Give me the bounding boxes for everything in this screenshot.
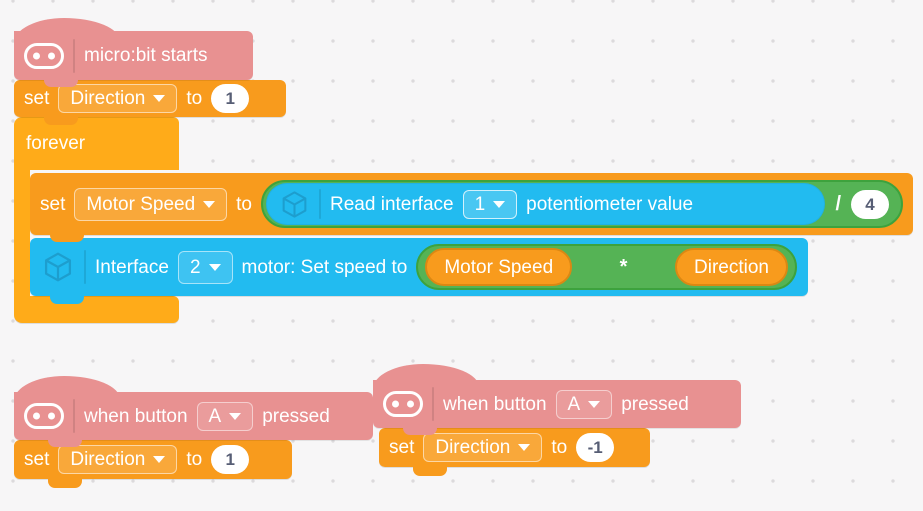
chevron-down-icon — [203, 200, 216, 208]
divider — [319, 189, 322, 219]
button-dropdown[interactable]: A — [555, 389, 613, 419]
multiply-sign: * — [619, 256, 628, 278]
connector-tab — [403, 426, 437, 435]
hat-block-microbit-starts[interactable]: micro:bit starts — [14, 18, 253, 90]
divide-sign: / — [835, 193, 841, 215]
motor-block-suffix: motor: Set speed to — [241, 256, 408, 278]
microbit-face-icon — [24, 42, 64, 69]
set-label: set — [40, 193, 66, 215]
motor-block-prefix: Interface — [95, 256, 169, 278]
motor-set-speed-block[interactable]: Interface 2 motor: Set speed to Motor Sp… — [30, 238, 808, 304]
button-dropdown[interactable]: A — [196, 401, 254, 431]
hat-block-button-right[interactable]: when button A pressed — [373, 364, 741, 437]
hat-block-button-left[interactable]: when button A pressed — [14, 376, 373, 449]
variable-pill-motor-speed[interactable]: Motor Speed — [425, 248, 573, 286]
motor-speed-variable-dropdown[interactable]: Motor Speed — [74, 187, 228, 221]
to-label: to — [186, 449, 203, 470]
to-label: to — [186, 88, 203, 109]
to-label: to — [551, 437, 568, 458]
when-button-suffix: pressed — [262, 405, 330, 427]
start-hat-label: micro:bit starts — [84, 45, 208, 66]
direction-variable-dropdown[interactable]: Direction — [58, 84, 178, 113]
set-label: set — [24, 88, 50, 109]
set-direction-block-top[interactable]: set Direction to 1 — [14, 80, 286, 125]
forever-block-bottom — [14, 296, 179, 323]
set-motor-speed-block[interactable]: set Motor Speed to Read interface 1 pote… — [30, 173, 913, 242]
read-interface-prefix: Read interface — [330, 193, 454, 215]
connector-tab — [44, 116, 78, 125]
divisor-value[interactable]: 4 — [851, 189, 889, 219]
when-button-suffix: pressed — [621, 393, 689, 415]
interface-number-dropdown[interactable]: 2 — [177, 250, 233, 284]
cube-icon — [282, 190, 307, 218]
divider — [84, 250, 86, 284]
read-interface-suffix: potentiometer value — [526, 193, 694, 215]
set-label: set — [389, 437, 415, 458]
connector-tab — [48, 438, 82, 447]
divider — [73, 399, 75, 433]
set-label: set — [24, 449, 50, 470]
chevron-down-icon — [229, 412, 242, 420]
connector-tab — [48, 479, 82, 488]
chevron-down-icon — [493, 200, 506, 208]
connector-tab — [44, 78, 78, 87]
forever-label: forever — [26, 133, 86, 154]
direction-value[interactable]: -1 — [576, 433, 615, 462]
chevron-down-icon — [588, 400, 601, 408]
interface-number-dropdown[interactable]: 1 — [462, 189, 518, 219]
multiplication-operator[interactable]: Motor Speed * Direction — [416, 244, 797, 290]
chevron-down-icon — [208, 263, 221, 271]
chevron-down-icon — [518, 444, 531, 451]
direction-value[interactable]: 1 — [211, 445, 250, 474]
connector-tab — [413, 467, 447, 476]
when-button-prefix: when button — [84, 405, 188, 427]
divider — [432, 387, 434, 421]
connector-tab — [50, 295, 84, 304]
to-label: to — [236, 193, 253, 215]
forever-block-top[interactable]: forever — [14, 117, 179, 170]
connector-tab — [50, 233, 84, 242]
chevron-down-icon — [153, 95, 166, 102]
direction-variable-dropdown[interactable]: Direction — [423, 433, 543, 462]
direction-value[interactable]: 1 — [211, 84, 250, 113]
variable-pill-direction[interactable]: Direction — [675, 248, 788, 286]
read-potentiometer-block[interactable]: Read interface 1 potentiometer value — [266, 183, 826, 225]
when-button-prefix: when button — [443, 393, 547, 415]
direction-variable-dropdown[interactable]: Direction — [58, 445, 178, 474]
forever-block-arm — [14, 168, 30, 298]
microbit-face-icon — [383, 391, 423, 417]
chevron-down-icon — [153, 456, 166, 463]
cube-icon — [44, 252, 72, 282]
divider — [73, 38, 75, 73]
microbit-face-icon — [24, 403, 64, 429]
division-operator[interactable]: Read interface 1 potentiometer value / 4 — [261, 180, 903, 228]
set-direction-block-left[interactable]: set Direction to 1 — [14, 440, 292, 488]
